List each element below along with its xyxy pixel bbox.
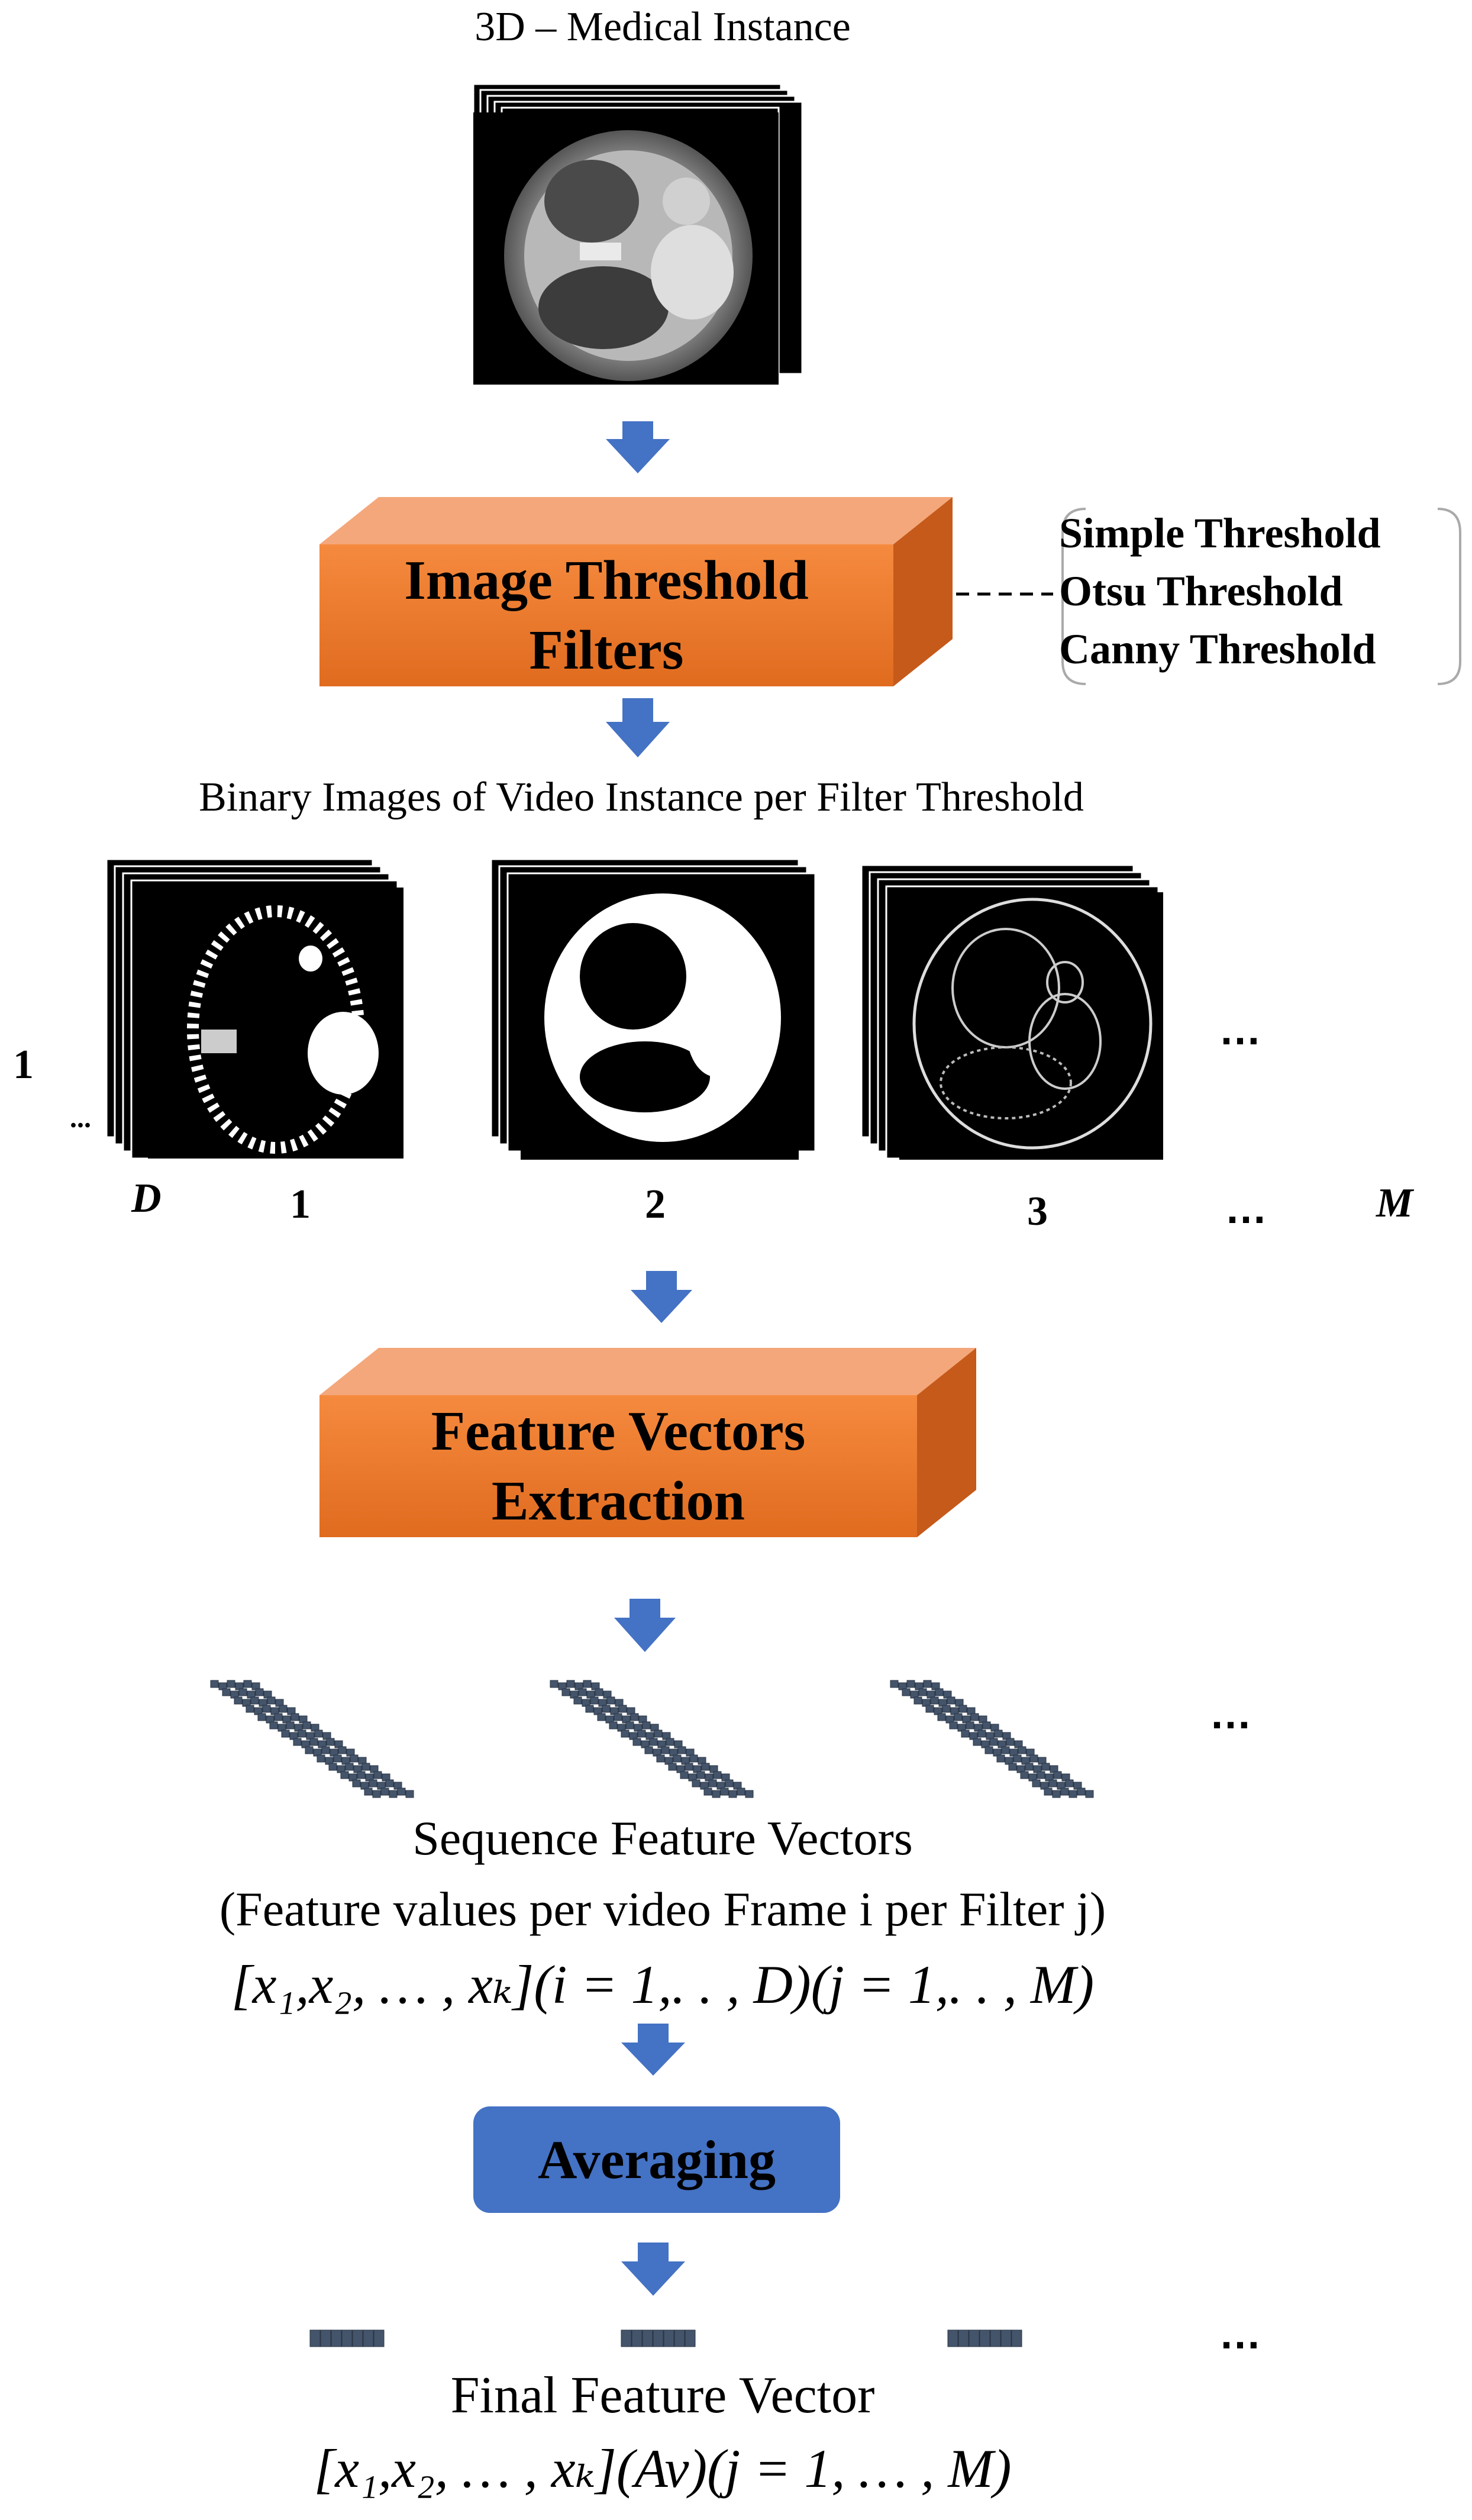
sequence-formula: [x₁,x₂, … , xₖ](i = 1,. . , D)(j = 1,. .…: [231, 1954, 1095, 2015]
binary-caption: Binary Images of Video Instance per Filt…: [199, 775, 1084, 820]
filter-label-2: 2: [645, 1182, 666, 1227]
sequence-vector-block-3: [890, 1680, 1094, 1798]
final-formula: [x₁,x₂, … , xₖ](Av)(j = 1, … , M): [314, 2438, 1012, 2499]
sequence-subtitle: (Feature values per video Frame i per Fi…: [219, 1882, 1106, 1936]
flow-arrow-1: [606, 421, 670, 473]
feature-extraction-box: [319, 1348, 976, 1537]
feature-box-label: Feature Vectors Extraction: [319, 1395, 917, 1537]
feature-box-line2: Extraction: [491, 1470, 745, 1532]
ct-image-stack: [472, 83, 803, 386]
threshold-box-line2: Filters: [529, 619, 684, 681]
filter-label-3: 3: [1027, 1189, 1048, 1234]
flow-arrow-4: [614, 1599, 676, 1652]
flow-arrow-3: [631, 1271, 692, 1323]
threshold-box-label: Image Threshold Filters: [319, 544, 893, 686]
filters-bracket: [1061, 508, 1461, 685]
threshold-filters-box: [319, 497, 953, 686]
final-vector-3: [947, 2329, 1022, 2347]
filters-list: Simple Threshold Otsu Threshold Canny Th…: [1059, 504, 1467, 682]
frame-end-label: D: [131, 1176, 162, 1221]
final-vector-blocks: [309, 2329, 1022, 2347]
final-vector-1: [309, 2329, 385, 2347]
threshold-box-line1: Image Threshold: [404, 550, 809, 611]
filter-item-otsu: Otsu Threshold: [1059, 567, 1343, 615]
filter-label-1: 1: [290, 1182, 311, 1227]
sequence-vector-blocks: [210, 1680, 1094, 1798]
frame-dots-label: ...: [70, 1102, 91, 1134]
binary-more-dots: …: [1219, 1006, 1264, 1054]
final-title: Final Feature Vector: [450, 2367, 875, 2424]
final-more-dots: …: [1219, 2311, 1264, 2358]
filter-more-dots: …: [1225, 1185, 1270, 1232]
sequence-vector-block-1: [210, 1680, 414, 1798]
flow-arrow-6: [621, 2242, 685, 2296]
final-vector-2: [621, 2329, 696, 2347]
filter-end-label: M: [1376, 1180, 1413, 1226]
frame-start-label: 1: [13, 1042, 34, 1088]
sequence-vector-block-2: [550, 1680, 754, 1798]
feature-box-line1: Feature Vectors: [431, 1401, 806, 1462]
binary-stack-1: [105, 858, 403, 1160]
flow-arrow-2: [606, 698, 670, 757]
binary-stack-3: [860, 864, 1163, 1160]
filter-item-simple: Simple Threshold: [1059, 509, 1381, 557]
filter-item-canny: Canny Threshold: [1059, 625, 1376, 673]
flow-arrow-5: [621, 2024, 685, 2076]
sequence-title: Sequence Feature Vectors: [412, 1811, 913, 1865]
sequence-more-dots: …: [1209, 1690, 1254, 1738]
binary-stack-2: [490, 858, 816, 1160]
averaging-box: Averaging: [473, 2106, 840, 2213]
instance-title: 3D – Medical Instance: [474, 4, 851, 50]
